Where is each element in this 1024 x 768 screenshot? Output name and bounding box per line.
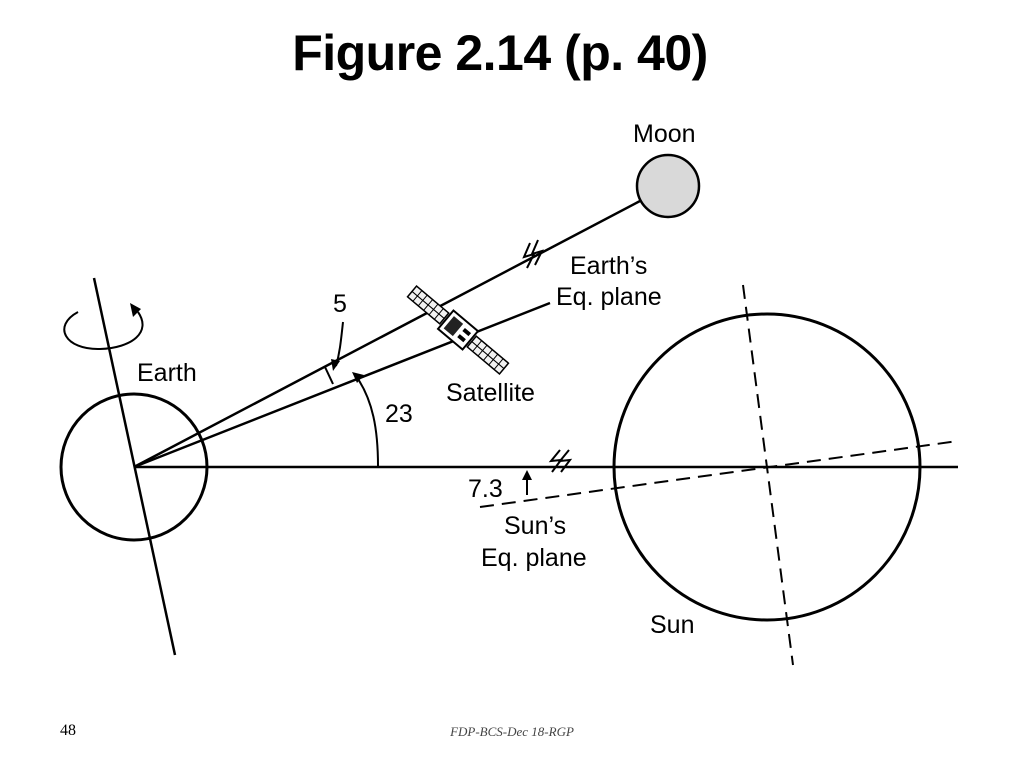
earth-eq-plane-line: [133, 301, 551, 469]
suns-eq-plane-label-line2: Eq. plane: [481, 544, 587, 572]
earth-label: Earth: [137, 359, 197, 387]
moon-line-break-mark-icon: [522, 239, 544, 269]
suns-eq-plane-label-line1: Sun’s: [504, 512, 566, 540]
angle-7-3-arrowhead-icon: [522, 470, 532, 480]
angle-23-label: 23: [385, 400, 413, 428]
moon-orbit-line: [133, 199, 641, 469]
sun-rotation-axis: [742, 284, 794, 666]
angle-23-arrowhead-icon: [352, 372, 364, 383]
angle-5-arrowhead-icon: [331, 359, 340, 371]
satellite-label: Satellite: [446, 379, 535, 407]
page-number: 48: [60, 722, 76, 739]
rotation-arrow-icon: [63, 303, 144, 351]
angle-23-arc: [355, 375, 379, 467]
earths-eq-plane-label-line1: Earth’s: [570, 252, 647, 280]
slide-title: Figure 2.14 (p. 40): [292, 25, 708, 81]
moon-label: Moon: [633, 120, 696, 148]
footer-source: FDP-BCS-Dec 18-RGP: [450, 724, 574, 739]
angle-7-3-label: 7.3: [468, 475, 503, 503]
sun-circle: [612, 312, 922, 622]
moon-circle: [635, 153, 701, 219]
angle-5-arc: [324, 366, 334, 385]
earths-eq-plane-label-line2: Eq. plane: [556, 283, 662, 311]
sun-label: Sun: [650, 611, 694, 639]
ecliptic-break-mark-icon: [548, 449, 573, 473]
satellite-icon: [406, 285, 510, 375]
sun-eq-plane-line: [479, 440, 959, 508]
angle-5-label: 5: [333, 290, 347, 318]
